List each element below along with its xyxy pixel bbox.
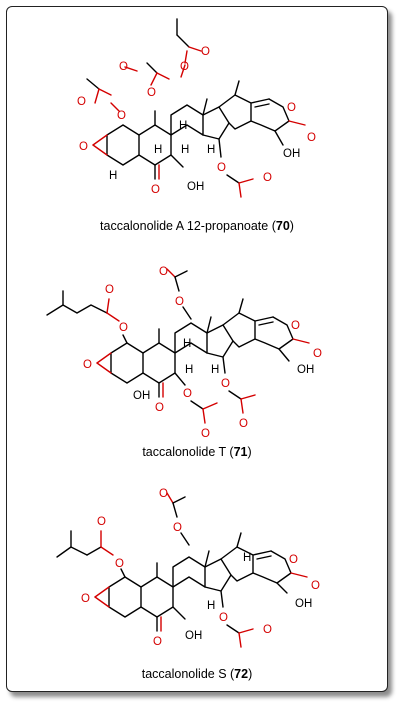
compound-72-caption: taccalonolide S (72): [141, 667, 253, 681]
oh-group: OH: [185, 630, 202, 642]
o-atom: O: [201, 46, 210, 58]
o-atom: O: [147, 87, 156, 99]
o-atom: O: [155, 402, 164, 414]
oh-group: OH: [133, 390, 150, 402]
o-atom: O: [263, 624, 272, 636]
h-atom: H: [185, 364, 193, 376]
o-atom: O: [289, 554, 298, 566]
o-atom: O: [307, 132, 316, 144]
compound-70-panel: O O O O O O O: [7, 7, 387, 237]
h-atom: H: [211, 364, 219, 376]
o-atom: O: [173, 522, 182, 534]
compound-70-caption: taccalonolide A 12-propanoate (70): [100, 219, 294, 233]
compound-71-structure: O O O O O O OH O: [46, 266, 322, 440]
oh-group: OH: [283, 148, 300, 160]
o-atom: O: [183, 388, 192, 400]
o-atom: O: [287, 102, 296, 114]
o-atom: O: [119, 61, 128, 73]
h-atom: H: [154, 144, 162, 156]
o-atom: O: [221, 378, 230, 390]
o-atom: O: [119, 322, 128, 334]
o-atom: O: [311, 580, 320, 592]
o-atom: O: [313, 348, 322, 360]
compound-70-structure: O O O O O O O: [77, 18, 316, 198]
o-atom: O: [291, 320, 300, 332]
o-atom: O: [105, 284, 114, 296]
o-atom: O: [239, 418, 248, 430]
o-atom: O: [79, 141, 88, 153]
o-atom: O: [153, 636, 162, 648]
o-atom: O: [151, 184, 160, 196]
compound-name: taccalonolide T: [142, 445, 226, 459]
o-atom: O: [219, 612, 228, 624]
o-atom: O: [217, 162, 226, 174]
o-atom: O: [77, 96, 86, 108]
oh-group: OH: [297, 364, 314, 376]
o-atom: O: [97, 516, 106, 528]
compound-number: 72: [234, 667, 249, 681]
compound-71-panel: O O O O O O OH O: [7, 247, 387, 467]
figure-frame: O O O O O O O: [6, 6, 388, 692]
o-atom: O: [159, 266, 168, 278]
h-atom: H: [207, 600, 215, 612]
o-atom: O: [117, 110, 126, 122]
o-atom: O: [83, 359, 92, 371]
compound-71-caption: taccalonolide T (71): [142, 445, 252, 459]
compound-72-structure: O O O O O O OH: [56, 488, 320, 648]
h-atom: H: [207, 144, 215, 156]
compound-number: 71: [233, 445, 248, 459]
o-atom: O: [81, 593, 90, 605]
oh-group: OH: [295, 598, 312, 610]
o-atom: O: [175, 296, 184, 308]
compound-name: taccalonolide A 12-propanoate: [100, 219, 269, 233]
h-atom: H: [179, 120, 187, 132]
h-atom: H: [243, 552, 251, 564]
o-atom: O: [159, 488, 168, 500]
o-atom: O: [201, 428, 210, 440]
oh-group: OH: [187, 181, 204, 193]
compound-name: taccalonolide S: [141, 667, 227, 681]
h-atom: H: [183, 338, 191, 350]
o-atom: O: [115, 558, 124, 570]
compound-72-panel: O O O O O O OH: [7, 481, 387, 689]
o-atom: O: [263, 172, 272, 184]
h-atom: H: [181, 144, 189, 156]
o-atom: O: [180, 61, 189, 73]
h-atom: H: [109, 170, 117, 182]
compound-number: 70: [275, 219, 290, 233]
